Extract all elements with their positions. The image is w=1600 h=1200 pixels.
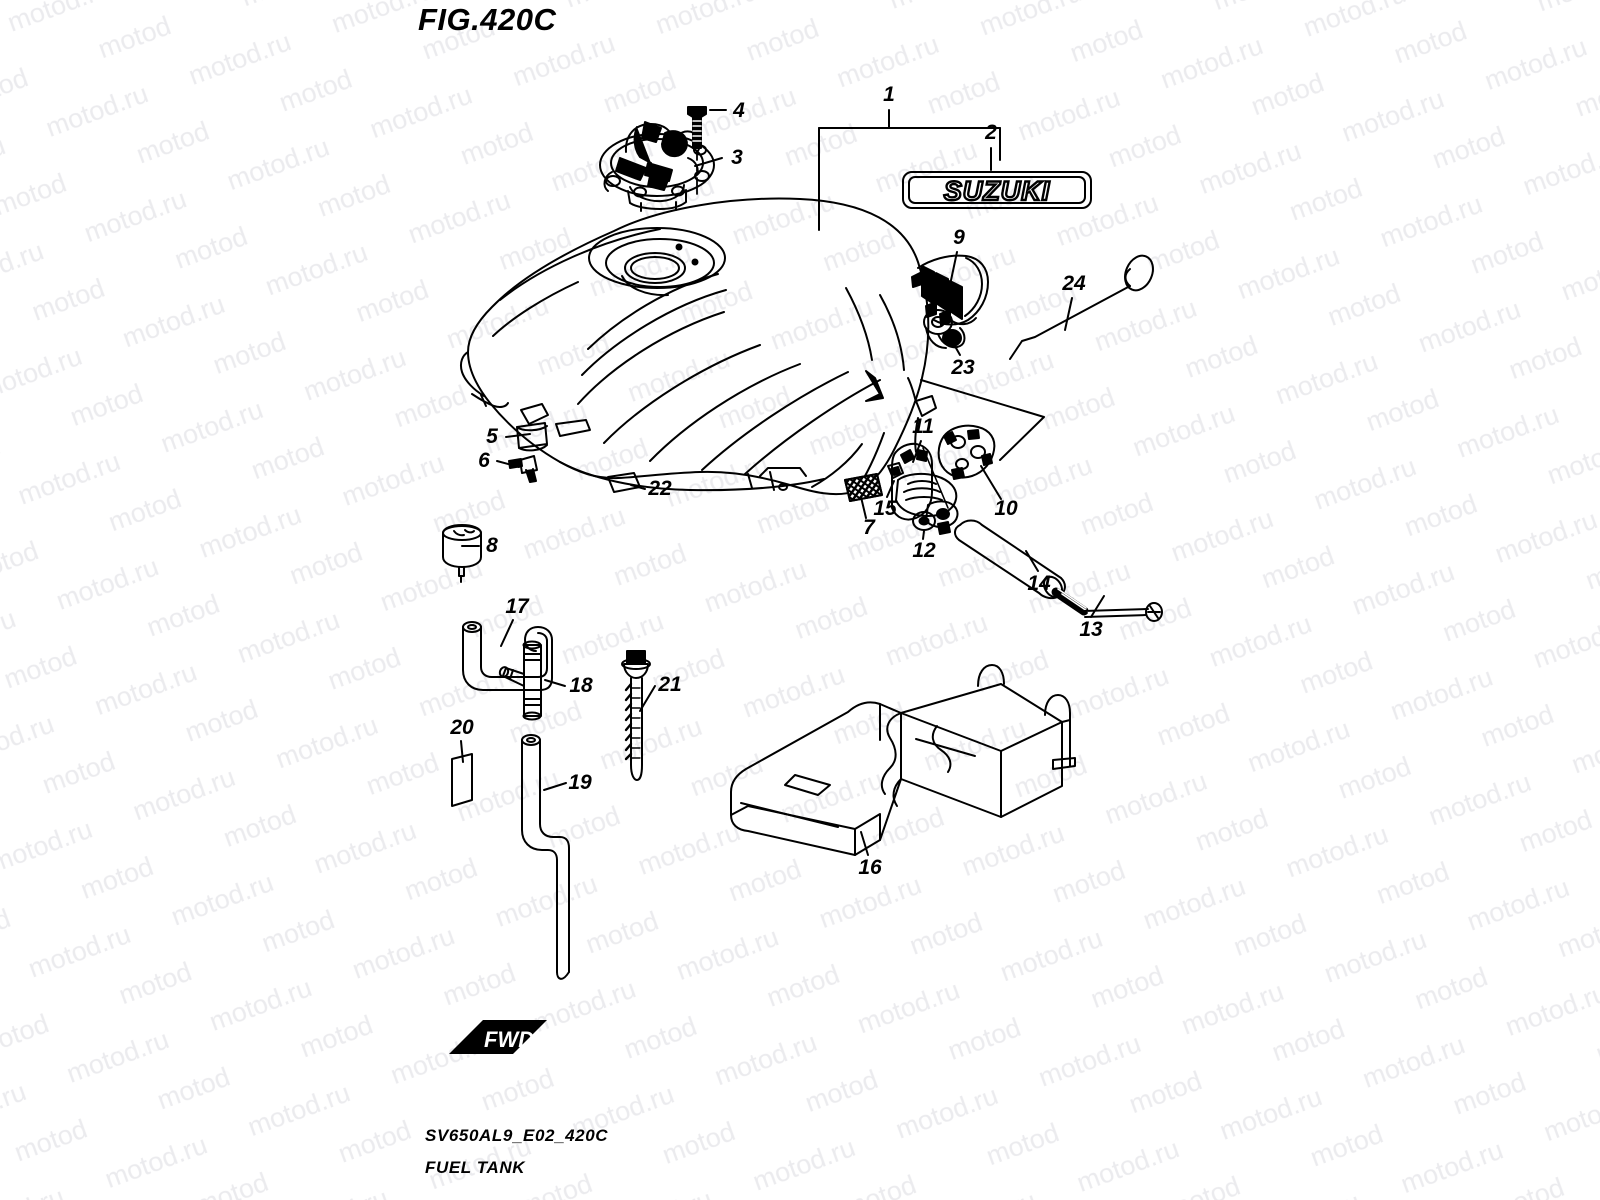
callout-hinge-washer: 12 (912, 539, 936, 562)
callout-tank-grommet: 6 (478, 449, 490, 472)
callout-tank-cushion-front: 5 (486, 425, 498, 448)
callout-wire-harness-clamp: 9 (953, 226, 965, 249)
callout-fuel-filter-cap: 8 (486, 534, 498, 557)
suzuki-emblem-text: SUZUKI (943, 175, 1051, 207)
callout-tank-hinge-bracket: 10 (994, 497, 1018, 520)
callout-fuel-tank-assembly: 1 (883, 83, 895, 106)
diagram-name-caption: FUEL TANK (425, 1158, 526, 1177)
callout-harness-clip-pin: 21 (658, 673, 682, 696)
callout-tank-seal-pad: 22 (648, 477, 672, 500)
callout-hinge-nut: 15 (873, 497, 897, 520)
callout-tank-prop-rod: 24 (1062, 272, 1086, 295)
callout-clamp-grommet: 23 (951, 356, 975, 379)
diagram-code-caption: SV650AL9_E02_420C (425, 1126, 609, 1145)
callout-hinge-bolt: 13 (1079, 618, 1103, 641)
callout-hinge-collar: 14 (1027, 572, 1051, 595)
callout-tank-bracket: 11 (912, 415, 934, 438)
callout-three-way-joint: 18 (569, 674, 593, 697)
callout-tank-pad: 20 (450, 716, 474, 739)
callout-fuel-drain-hose: 19 (568, 771, 592, 794)
callout-fuel-pump-assembly: 3 (731, 146, 743, 169)
callout-tank-heat-shield: 16 (858, 856, 882, 879)
callout-fuel-breather-hose: 17 (505, 595, 529, 618)
page-title: FIG.420C (418, 2, 557, 37)
suzuki-brand-label: SUZUKI (944, 176, 1051, 206)
callout-suzuki-emblem: 2 (985, 121, 997, 144)
callout-fuel-pump-screw: 4 (733, 99, 745, 122)
